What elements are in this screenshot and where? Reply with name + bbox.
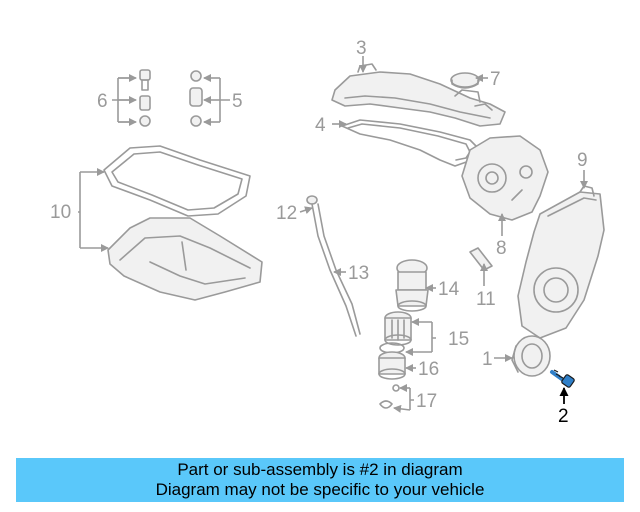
highlighted-bolt-part-2[interactable] <box>550 369 575 388</box>
filter-cap-part[interactable] <box>378 342 406 380</box>
dipstick-part[interactable] <box>306 195 361 337</box>
oil-pan-gasket-part[interactable] <box>103 145 251 217</box>
callout-3: 3 <box>356 38 367 59</box>
valve-cover-part[interactable] <box>331 63 506 127</box>
oil-filler-cap-part[interactable] <box>450 72 480 89</box>
parts-diagram: 3 7 4 6 5 10 9 8 12 13 11 14 15 1 16 17 … <box>50 38 605 427</box>
callout-13: 13 <box>348 263 369 284</box>
cover-gasket-part[interactable] <box>341 119 479 167</box>
callout-6: 6 <box>97 91 108 112</box>
callout-9: 9 <box>577 150 588 171</box>
callout-labels: 3 7 4 6 5 10 9 8 12 13 11 14 15 1 16 17 … <box>50 38 588 427</box>
oil-pan-part[interactable] <box>107 217 263 301</box>
banner-line-2: Diagram may not be specific to your vehi… <box>155 480 485 499</box>
stud-bolts-part-5[interactable] <box>189 70 203 127</box>
callout-1: 1 <box>482 349 493 370</box>
oil-filter-element-part[interactable] <box>384 311 412 346</box>
callout-17: 17 <box>416 391 437 412</box>
callout-12: 12 <box>276 203 297 224</box>
stud-bolts-part-6[interactable] <box>139 69 151 127</box>
crank-seal-part[interactable] <box>511 335 551 377</box>
callout-5: 5 <box>232 91 243 112</box>
callout-2: 2 <box>558 406 569 427</box>
oil-filter-housing-part[interactable] <box>395 259 429 312</box>
leader-lines <box>78 56 588 413</box>
front-cover-part[interactable] <box>517 185 605 339</box>
callout-14: 14 <box>438 279 460 300</box>
callout-8: 8 <box>496 238 507 259</box>
banner-line-1: Part or sub-assembly is #2 in diagram <box>177 460 463 479</box>
sensor-part[interactable] <box>469 247 493 271</box>
callout-15: 15 <box>448 329 469 350</box>
callout-4: 4 <box>315 115 326 136</box>
callout-7: 7 <box>490 69 501 90</box>
callout-11: 11 <box>476 289 496 310</box>
callout-16: 16 <box>418 359 439 380</box>
callout-10: 10 <box>50 202 71 223</box>
info-banner: Part or sub-assembly is #2 in diagram Di… <box>16 458 624 502</box>
drain-plug-part[interactable] <box>379 384 400 409</box>
timing-housing-part[interactable] <box>461 135 549 221</box>
